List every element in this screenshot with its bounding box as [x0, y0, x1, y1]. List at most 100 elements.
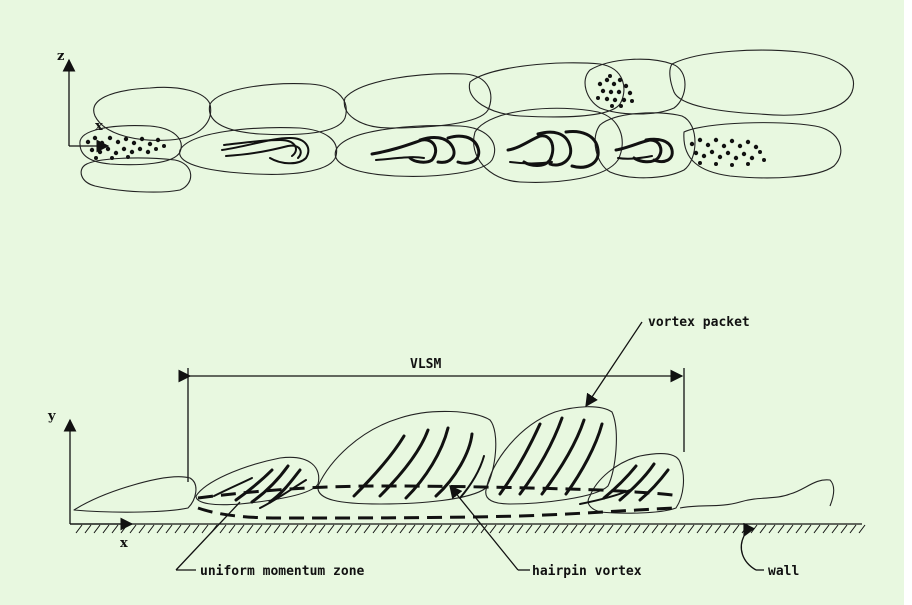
wall-hatch-mark [499, 525, 505, 533]
wall-hatch-mark [517, 525, 523, 533]
wall-hatching [76, 525, 865, 533]
wall-hatch-mark [121, 525, 127, 533]
wall [70, 524, 865, 533]
wall-hatch-mark [130, 525, 136, 533]
annotations: vortex packet uniform momentum zone hair… [176, 315, 799, 579]
wall-hatch-mark [175, 525, 181, 533]
wall-hatch-mark [751, 525, 757, 533]
side-x-axis-label: x [120, 536, 128, 551]
wall-hatch-mark [769, 525, 775, 533]
wall-hatch-mark [202, 525, 208, 533]
wall-hatch-mark [463, 525, 469, 533]
wall-hatch-mark [616, 525, 622, 533]
wall-hatch-mark [490, 525, 496, 533]
wall-hatch-mark [859, 525, 865, 533]
wall-hatch-mark [697, 525, 703, 533]
wall-hatch-mark [238, 525, 244, 533]
wall-hatch-mark [670, 525, 676, 533]
wall-hatch-mark [778, 525, 784, 533]
wall-hatch-mark [229, 525, 235, 533]
top-upper-particle-cluster [596, 74, 634, 108]
wall-hatch-mark [634, 525, 640, 533]
wall-hatch-mark [796, 525, 802, 533]
side-view: y x VLSM [47, 315, 865, 579]
wall-hatch-mark [328, 525, 334, 533]
wall-hatch-mark [274, 525, 280, 533]
wall-hatch-mark [247, 525, 253, 533]
wall-hatch-mark [436, 525, 442, 533]
wall-hatch-mark [409, 525, 415, 533]
wall-hatch-mark [661, 525, 667, 533]
side-y-axis-label: y [47, 409, 56, 424]
hairpin-vortex-legs [214, 418, 668, 508]
wall-hatch-mark [841, 525, 847, 533]
top-lower-particle-cluster-left [86, 136, 166, 160]
uniform-momentum-zone-label: uniform momentum zone [200, 564, 365, 579]
wall-hatch-mark [184, 525, 190, 533]
wall-hatch-mark [148, 525, 154, 533]
wall-hatch-mark [814, 525, 820, 533]
wall-hatch-mark [454, 525, 460, 533]
wall-hatch-mark [553, 525, 559, 533]
top-z-axis-label: z [57, 49, 64, 64]
wall-hatch-mark [652, 525, 658, 533]
top-hairpin-heads [222, 132, 672, 168]
wall-hatch-mark [544, 525, 550, 533]
wall-hatch-mark [337, 525, 343, 533]
top-view-lower-structures [80, 108, 841, 192]
top-view: z x [57, 49, 853, 192]
wall-hatch-mark [733, 525, 739, 533]
wall-hatch-mark [220, 525, 226, 533]
wall-hatch-mark [562, 525, 568, 533]
wall-hatch-mark [805, 525, 811, 533]
wall-hatch-mark [400, 525, 406, 533]
wall-hatch-mark [427, 525, 433, 533]
wall-hatch-mark [364, 525, 370, 533]
wall-hatch-mark [508, 525, 514, 533]
wall-hatch-mark [283, 525, 289, 533]
wall-hatch-mark [715, 525, 721, 533]
wall-hatch-mark [472, 525, 478, 533]
wall-hatch-mark [598, 525, 604, 533]
wall-hatch-mark [193, 525, 199, 533]
wall-hatch-mark [76, 525, 82, 533]
wall-hatch-mark [319, 525, 325, 533]
wall-hatch-mark [760, 525, 766, 533]
wall-hatch-mark [742, 525, 748, 533]
vlsm-span: VLSM [188, 357, 684, 482]
hairpin-vortex-label: hairpin vortex [532, 564, 642, 579]
wall-hatch-mark [643, 525, 649, 533]
wall-hatch-mark [418, 525, 424, 533]
side-view-axes: y x [47, 409, 132, 551]
wall-hatch-mark [355, 525, 361, 533]
wall-hatch-mark [535, 525, 541, 533]
wall-hatch-mark [823, 525, 829, 533]
wall-hatch-mark [787, 525, 793, 533]
wall-hatch-mark [94, 525, 100, 533]
wall-hatch-mark [526, 525, 532, 533]
wall-label: wall [768, 564, 799, 579]
wall-hatch-mark [832, 525, 838, 533]
wall-hatch-mark [166, 525, 172, 533]
wall-hatch-mark [679, 525, 685, 533]
wall-hatch-mark [850, 525, 856, 533]
top-lower-particle-cluster-right [690, 138, 766, 167]
top-view-upper-structures [94, 50, 854, 140]
wall-hatch-mark [607, 525, 613, 533]
wall-hatch-mark [265, 525, 271, 533]
wall-hatch-mark [85, 525, 91, 533]
wall-hatch-mark [292, 525, 298, 533]
wall-hatch-mark [310, 525, 316, 533]
wall-hatch-mark [571, 525, 577, 533]
wall-hatch-mark [688, 525, 694, 533]
vortex-packet-label: vortex packet [648, 315, 750, 330]
wall-hatch-mark [625, 525, 631, 533]
wall-hatch-mark [301, 525, 307, 533]
wall-hatch-mark [445, 525, 451, 533]
wall-hatch-mark [112, 525, 118, 533]
wall-hatch-mark [157, 525, 163, 533]
wall-hatch-mark [382, 525, 388, 533]
wall-hatch-mark [103, 525, 109, 533]
vlsm-label: VLSM [410, 357, 441, 372]
